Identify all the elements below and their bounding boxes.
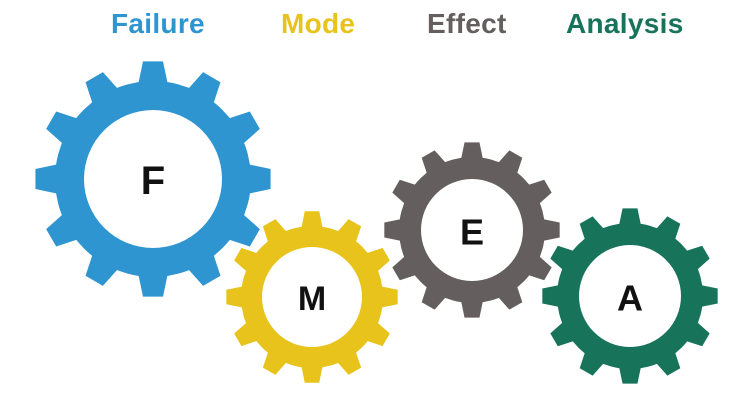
gear-effect: E xyxy=(384,142,560,318)
gear-analysis-letter: A xyxy=(617,278,643,319)
gear-effect-letter: E xyxy=(460,212,484,253)
gear-failure-hole xyxy=(84,110,222,248)
gear-mode-hole xyxy=(262,247,362,347)
title-word-effect: Effect xyxy=(427,8,507,39)
gear-effect-hole xyxy=(421,179,523,281)
gear-analysis: A xyxy=(542,208,718,384)
gear-analysis-hole xyxy=(579,245,681,347)
gear-failure-letter: F xyxy=(141,159,165,203)
gear-mode: M xyxy=(226,211,398,383)
title-word-failure: Failure xyxy=(111,8,205,39)
title-word-mode: Mode xyxy=(281,8,356,39)
title-word-analysis: Analysis xyxy=(566,8,684,39)
gear-mode-letter: M xyxy=(298,280,326,318)
gear-failure: F xyxy=(35,61,271,297)
